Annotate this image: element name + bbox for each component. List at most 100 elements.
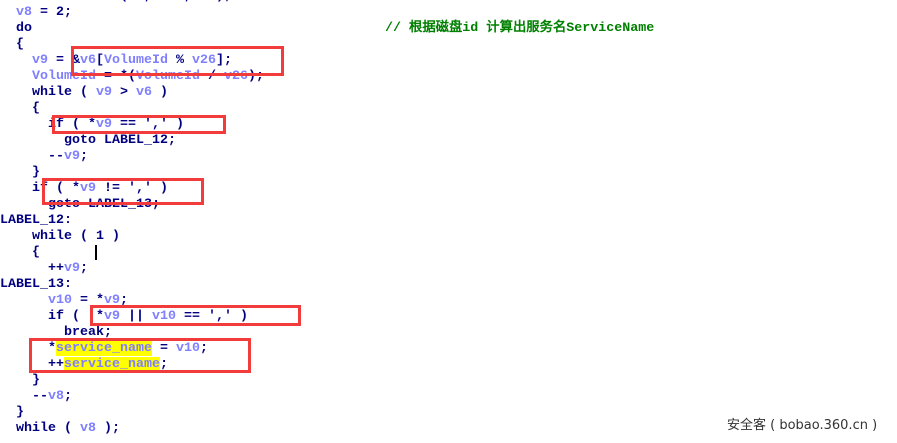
highlight-box-break-condition [90, 305, 301, 326]
code-token: || [119, 309, 152, 324]
identifier: v9 [64, 149, 80, 164]
code-comment: // 根据磁盘id 计算出服务名ServiceName [385, 21, 655, 36]
code-line: break; [0, 325, 264, 341]
watermark: 安全客 ( bobao.360.cn ) [727, 418, 878, 433]
code-line: LABEL_13: [0, 277, 264, 293]
code-token: ++ [0, 261, 64, 276]
code-token: ; [199, 341, 208, 356]
code-token: = & [48, 53, 80, 68]
code-token: ; [120, 293, 128, 308]
code-token: == ',' ) [175, 309, 248, 324]
code-token: if ( * [0, 117, 96, 132]
identifier: v26 [16, 0, 40, 4]
code-token: ); [95, 421, 120, 436]
identifier: VolumeId [136, 69, 200, 84]
identifier: v10 [151, 309, 176, 324]
code-line: } [0, 405, 264, 421]
code-token: goto LABEL_12; [0, 133, 176, 148]
code-token: = [151, 341, 176, 356]
code-token: do [0, 21, 32, 36]
code-token: if ( !* [0, 309, 104, 324]
code-token: -- [0, 389, 48, 404]
code-token: % [168, 53, 192, 68]
identifier: v26 [160, 0, 184, 4]
identifier: v26 [224, 69, 248, 84]
highlight-box-comma-check [52, 115, 226, 134]
code-token: == ',' ) [111, 117, 184, 132]
code-token: = lstrlen( [40, 0, 128, 4]
code-token: { [0, 245, 40, 260]
code-token: while ( 1 ) [0, 229, 120, 244]
code-token: = * [72, 293, 104, 308]
code-line: { [0, 245, 264, 261]
code-line: --v8; [0, 389, 264, 405]
code-line: LABEL_12: [0, 213, 264, 229]
code-line: goto LABEL_12; [0, 133, 264, 149]
code-token: , [184, 0, 200, 4]
code-token: [ [96, 53, 104, 68]
code-token: { [0, 37, 24, 52]
code-token: LABEL_13: [0, 277, 72, 292]
identifier: v10 [48, 293, 72, 308]
code-token: ; [64, 389, 72, 404]
code-token: break; [0, 325, 112, 340]
code-token: ) [151, 85, 168, 100]
highlighted-identifier: service_name [64, 357, 160, 372]
identifier: v7 [128, 0, 144, 4]
identifier: v6 [80, 53, 96, 68]
code-token: } [0, 405, 24, 420]
code-token: ++ [0, 357, 64, 372]
code-line: { [0, 37, 264, 53]
code-line: while ( 1 ) [0, 229, 264, 245]
code-line: ++v9; [0, 261, 264, 277]
identifier: v9 [32, 53, 48, 68]
identifier: v8 [48, 389, 64, 404]
code-token: ; [80, 261, 88, 276]
code-token [0, 53, 32, 68]
code-editor[interactable]: v26 = lstrlen(v7, v26, v4); v8 = 2; do {… [0, 0, 264, 437]
identifier: v9 [103, 309, 120, 324]
identifier: v26 [192, 53, 216, 68]
code-line: v26 = lstrlen(v7, v26, v4); [0, 0, 264, 5]
code-line: } [0, 373, 264, 389]
code-token: * [0, 341, 56, 356]
code-token: while ( [0, 85, 96, 100]
code-line: while ( v9 > v6 ) [0, 85, 264, 101]
code-line: if ( *v9 == ',' ) [0, 117, 264, 133]
code-line: v8 = 2; [0, 5, 264, 21]
code-token [0, 69, 32, 84]
code-token [0, 0, 16, 4]
highlight-box-service-name [29, 338, 251, 373]
code-line: ++service_name; [0, 357, 264, 373]
code-token [0, 293, 48, 308]
identifier: v8 [79, 421, 96, 436]
identifier: v10 [175, 341, 200, 356]
highlight-box-index [71, 46, 284, 76]
text-cursor [95, 245, 97, 260]
code-token: = 2; [32, 5, 72, 20]
code-token: -- [0, 149, 64, 164]
code-line: *service_name = v10; [0, 341, 264, 357]
code-line: while ( v8 ); [0, 421, 264, 437]
highlight-box-not-comma [42, 178, 204, 205]
identifier: v8 [16, 5, 32, 20]
code-token: ]; [216, 53, 232, 68]
identifier: v9 [64, 261, 80, 276]
code-line: if ( !*v9 || v10 == ',' ) [0, 309, 264, 325]
identifier: VolumeId [32, 69, 96, 84]
identifier: v9 [104, 293, 120, 308]
code-line: --v9; [0, 149, 264, 165]
code-line: VolumeId = *(VolumeId / v26); [0, 69, 264, 85]
code-line: v9 = &v6[VolumeId % v26]; [0, 53, 264, 69]
code-token: != ',' ) [95, 181, 168, 196]
identifier: v9 [79, 181, 96, 196]
code-token: ); [248, 69, 264, 84]
highlighted-identifier: service_name [56, 341, 152, 356]
code-token: ; [159, 357, 168, 372]
code-token: ; [80, 149, 88, 164]
identifier: VolumeId [104, 53, 168, 68]
code-token: } [0, 165, 40, 180]
identifier: v9 [95, 117, 112, 132]
code-token: } [0, 373, 40, 388]
code-line: } [0, 165, 264, 181]
